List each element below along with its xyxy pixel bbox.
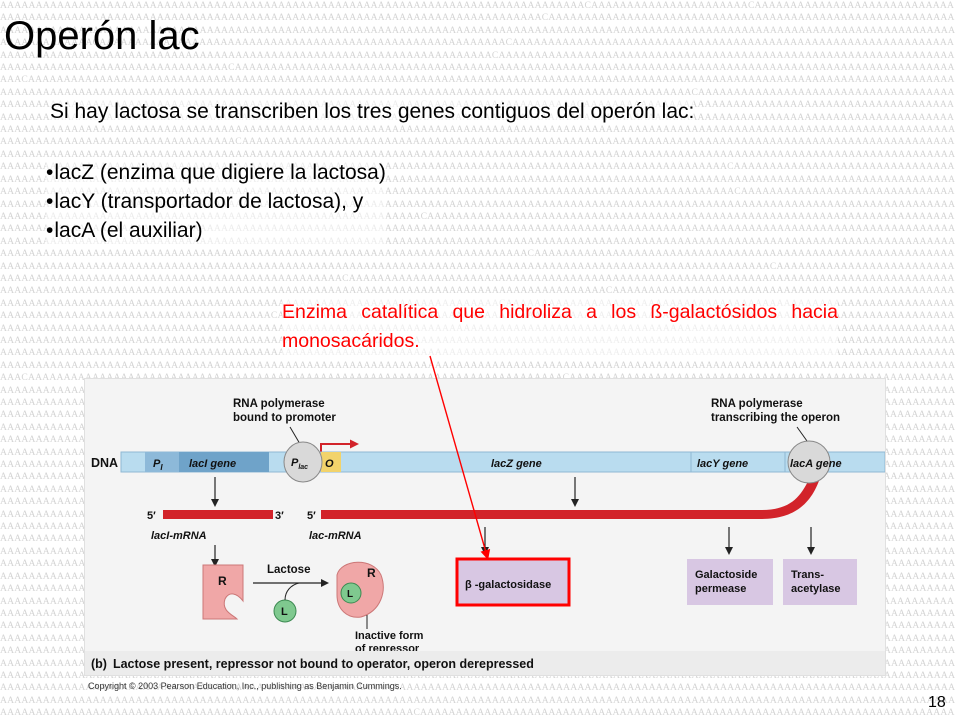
galactoside-label: Galactoside: [695, 569, 757, 581]
lacy-gene-label: lacY gene: [697, 458, 748, 470]
laci-gene: [179, 452, 269, 472]
repressor-label: R: [218, 574, 227, 588]
gene-list: •lacZ (enzima que digiere la lactosa) •l…: [46, 158, 386, 245]
bound-lactose-label: L: [347, 589, 353, 600]
operon-diagram: RNA polymerase bound to promoter RNA pol…: [85, 398, 885, 675]
operator: [321, 452, 341, 472]
permease-label: permease: [695, 583, 746, 595]
trans-label: Trans-: [791, 569, 824, 581]
lacz-gene-label: lacZ gene: [491, 458, 542, 470]
lactose-molecule-label: L: [281, 606, 288, 618]
lactose-label: Lactose: [267, 564, 310, 576]
five-prime-label-1: 5′: [147, 510, 156, 522]
list-item-laca: •lacA (el auxiliar): [46, 216, 386, 245]
rna-pol-promoter-label-2: bound to promoter: [233, 412, 336, 424]
inactive-form-label: Inactive form: [355, 630, 424, 642]
five-prime-label-2: 5′: [307, 510, 316, 522]
p-lac-label: Plac: [291, 457, 308, 471]
rna-pol-transcribing-label: RNA polymerase: [711, 398, 803, 410]
dna-label: DNA: [91, 456, 118, 470]
laci-gene-label: lacI gene: [189, 458, 236, 470]
rna-pol-transcribing-label-2: transcribing the operon: [711, 412, 840, 424]
acetylase-label: acetylase: [791, 583, 841, 595]
p-i-label: PI: [153, 458, 163, 472]
annotation-note: Enzima catalítica que hidroliza a los ß-…: [282, 298, 838, 356]
lac-mrna: [321, 475, 821, 519]
rna-pol-promoter-label: RNA polymerase: [233, 398, 325, 410]
copyright-notice: Copyright © 2003 Pearson Education, Inc.…: [88, 681, 402, 691]
bound-lactose-molecule: [340, 582, 362, 604]
operator-label: O: [325, 458, 334, 470]
intro-text: Si hay lactosa se transcriben los tres g…: [50, 100, 695, 124]
three-prime-label: 3′: [275, 510, 284, 522]
beta-galactosidase-label: β -galactosidase: [465, 579, 551, 591]
laci-mrna: [163, 510, 273, 519]
laca-gene-label: lacA gene: [790, 458, 842, 470]
transacetylase-box: [783, 559, 857, 605]
page-number: 18: [928, 694, 946, 711]
laci-mrna-label: lacI-mRNA: [151, 530, 207, 542]
rna-polymerase-promoter: [283, 441, 323, 483]
inactive-repressor-r-label: R: [367, 566, 376, 580]
beta-galactosidase-box: [457, 559, 569, 605]
slide-title: Operón lac: [4, 14, 200, 58]
lac-mrna-label: lac-mRNA: [309, 530, 362, 542]
list-item-lacz: •lacZ (enzima que digiere la lactosa): [46, 158, 386, 187]
list-item-lacy: •lacY (transportador de lactosa), y: [46, 187, 386, 216]
lac-operon-figure: RNA polymerase bound to promoter RNA pol…: [84, 378, 886, 676]
repressor-protein: [202, 564, 244, 620]
promoter-i: [145, 452, 179, 472]
rna-polymerase-transcribing: [787, 440, 831, 484]
caption: (b)Lactose present, repressor not bound …: [91, 657, 534, 671]
beta-galactosidase-highlight: [455, 557, 571, 607]
caption-bar: [85, 651, 885, 675]
galactoside-permease-box: [687, 559, 773, 605]
